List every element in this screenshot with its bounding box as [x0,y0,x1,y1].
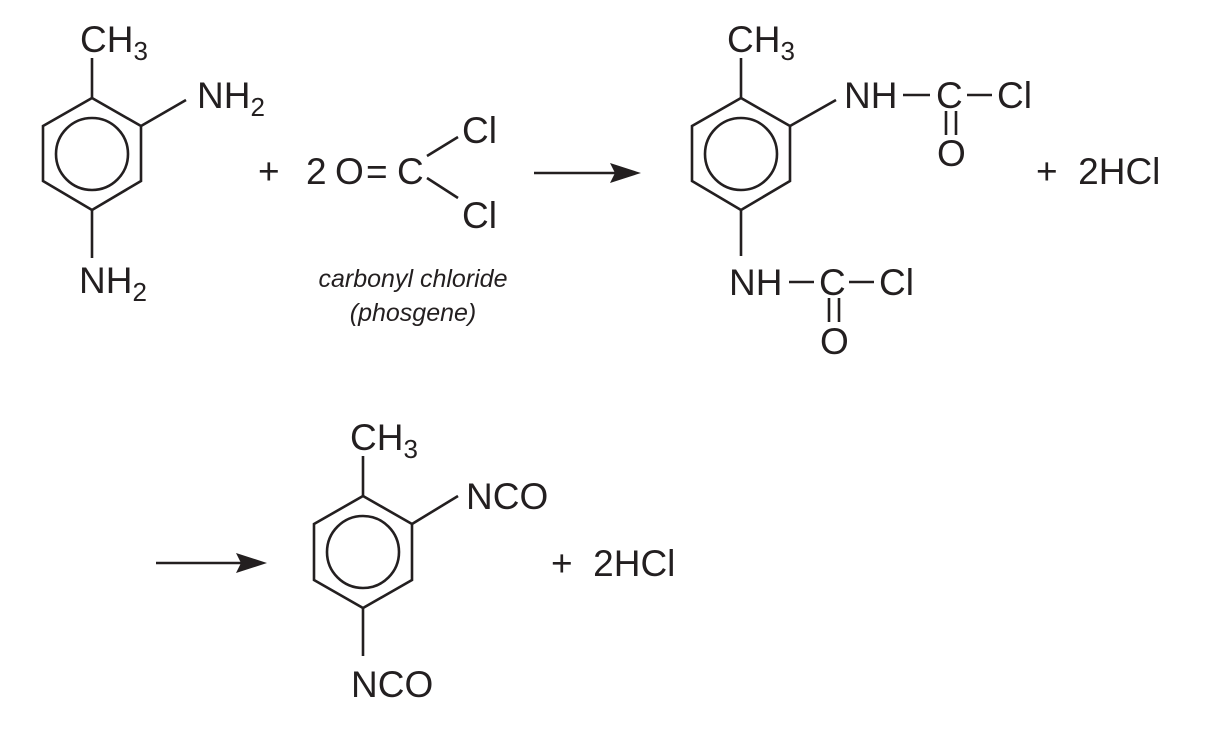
bottom-o-label: O [820,321,849,362]
top-o-label: O [937,133,966,174]
double-bond-sign: = [366,151,388,192]
top-cl-label: Cl [997,75,1032,116]
reagent-caption-line1: carbonyl chloride [319,265,508,293]
reactant-diaminotoluene: CH3 NH2 NH2 [41,19,265,307]
amine-top-bond [140,98,187,128]
oxygen-label: O [335,151,364,192]
bottom-cl-label: Cl [879,262,914,303]
cl-bottom-bond [426,176,459,200]
methyl-label: CH3 [350,417,418,464]
plus-sign: + [258,151,280,192]
benzene-ring [690,96,792,212]
top-c-label: C [936,75,963,116]
benzene-ring [312,494,414,610]
nh-top-bond [789,98,837,128]
benzene-ring [41,96,143,212]
methyl-label: CH3 [727,19,795,66]
amine-top-label: NH2 [197,75,265,122]
reagent-phosgene: + 2 O = C Cl Cl carbonyl chloride (phosg… [258,110,508,327]
reagent-caption-line2: (phosgene) [350,299,476,327]
chlorine-bottom-label: Cl [462,195,497,236]
byproduct-hcl-1: + 2HCl [1036,151,1160,192]
bottom-nh-label: NH [729,262,782,303]
intermediate-carbamoyl-chloride: CH3 NH C Cl O NH C Cl O + 2HCl [690,19,1160,362]
isocyanate-top-label: NCO [466,476,548,517]
coefficient: 2 [306,151,327,192]
methyl-label: CH3 [80,19,148,66]
top-nh-label: NH [844,75,897,116]
byproduct-hcl-2: + 2HCl [551,543,675,584]
cl-top-bond [426,135,459,158]
reaction-arrow-1 [534,163,641,183]
isocyanate-bottom-label: NCO [351,664,433,705]
reaction-arrow-2 [156,553,267,573]
isocyanate-top-bond [411,494,459,526]
product-toluene-diisocyanate: CH3 NCO NCO + 2HCl [312,417,675,705]
chlorine-top-label: Cl [462,110,497,151]
bottom-c-label: C [819,262,846,303]
carbon-label: C [397,151,424,192]
amine-bottom-label: NH2 [79,260,147,307]
